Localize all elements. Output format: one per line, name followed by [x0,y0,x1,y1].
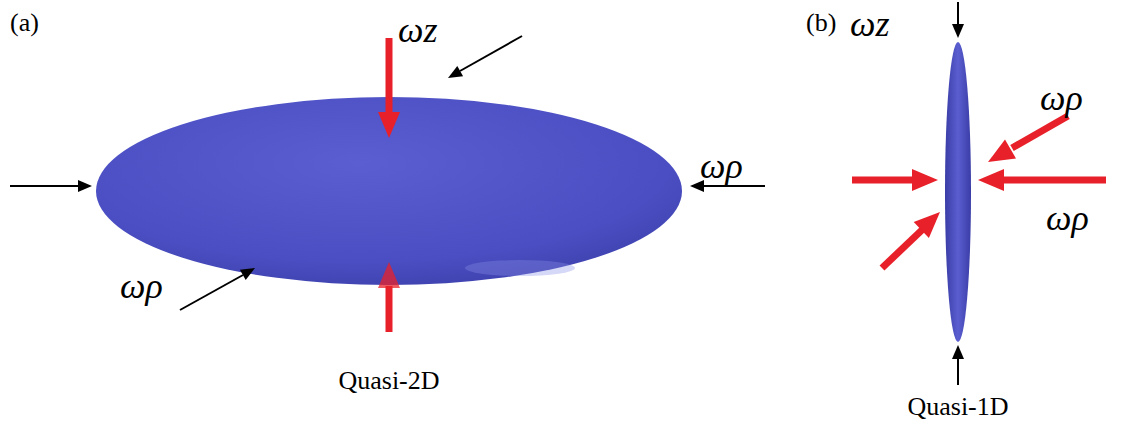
frequency-label: ωz [850,6,889,42]
caption-label: Quasi-1D [907,394,1008,420]
caption-label: Quasi-2D [338,368,439,394]
quasi-2d-cloud [96,97,682,285]
radial-trap-arrow [10,36,765,310]
frequency-label: ωz [398,12,437,48]
panel-label: (a) [10,10,39,36]
quasi-1d-cloud [945,42,971,342]
panel-label: (b) [806,10,836,36]
frequency-label: ωρ [120,268,163,304]
axial-trap-arrow [378,38,400,332]
frequency-label: ωρ [1040,80,1083,116]
frequency-label: ωρ [700,148,743,184]
axial-trap-arrow [952,2,964,385]
frequency-label: ωρ [1046,200,1089,236]
radial-trap-arrow [852,116,1106,268]
